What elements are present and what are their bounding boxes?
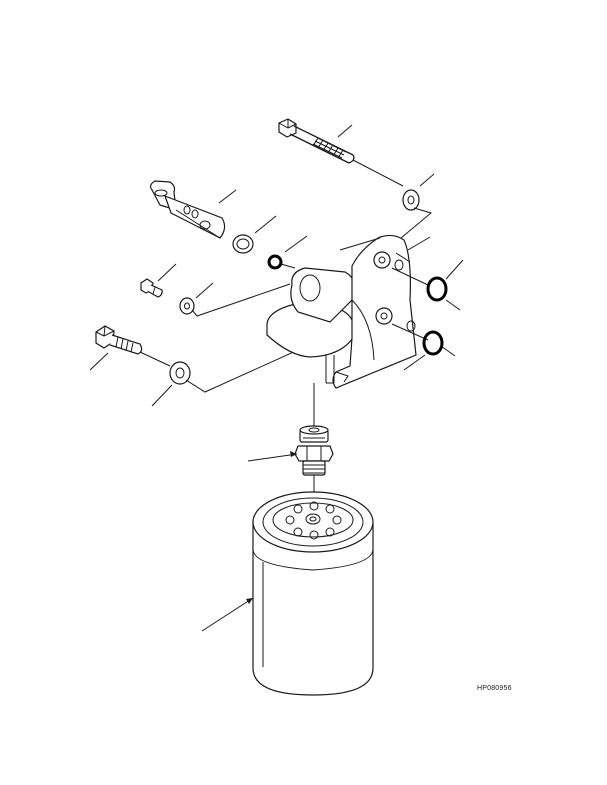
washer-axis-line <box>394 207 433 244</box>
filter-arrowhead <box>246 598 253 604</box>
side-washer <box>169 361 191 385</box>
lower-ring-axis-line <box>391 323 429 341</box>
nipple-arrowhead <box>290 451 297 457</box>
o-ring-axis-line <box>280 263 296 269</box>
long-bolt <box>278 118 355 164</box>
banjo-connector <box>149 180 226 239</box>
leader-lines <box>89 124 464 632</box>
side-washer-axis-line <box>185 340 319 393</box>
threaded-nipple <box>294 425 334 476</box>
bolt-axis-line <box>352 159 404 187</box>
filter-head-bracket <box>266 234 417 389</box>
upper-o-ring <box>426 276 448 302</box>
drawing-code: HP080956 <box>477 685 512 692</box>
small-bolt-axis-line <box>191 283 291 317</box>
small-bolt <box>140 278 163 298</box>
gasket-washer <box>232 234 254 254</box>
small-washer <box>179 297 195 315</box>
side-bolt-axis-line <box>139 351 171 367</box>
side-bolt <box>95 325 143 355</box>
small-o-ring <box>267 254 283 270</box>
upper-ring-axis-line <box>391 267 429 286</box>
filter-cartridge <box>252 491 374 696</box>
upper-right-washer <box>402 189 420 211</box>
lower-o-ring <box>422 330 444 356</box>
